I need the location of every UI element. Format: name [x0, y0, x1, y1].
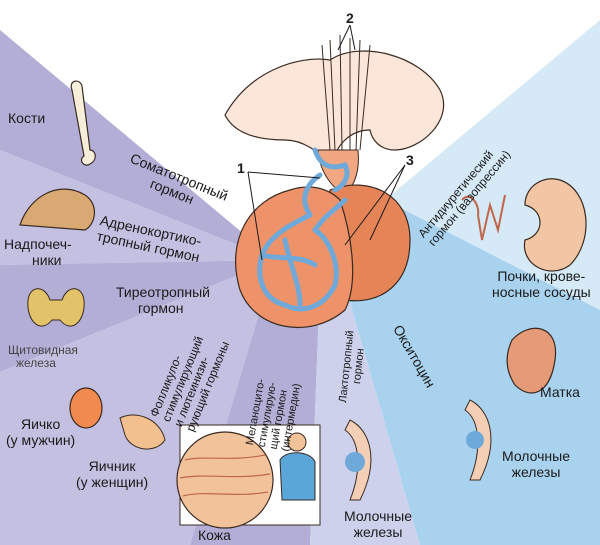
ovary-drawing	[119, 414, 166, 450]
label-number-2: 2	[346, 10, 354, 26]
label-number-3: 3	[406, 152, 414, 168]
label-ovary: Яичник (у женщин)	[76, 458, 149, 490]
label-tsh-hormone: Тиреотропный гормон	[116, 284, 210, 316]
sector-lactotropic	[310, 280, 420, 545]
skin-section-drawing	[176, 431, 274, 529]
sector-acth	[0, 150, 275, 265]
testis-drawing	[69, 387, 103, 429]
mammary-gland-right	[466, 431, 484, 449]
label-kidney: Почки, крове- носные сосуды	[492, 268, 591, 300]
label-thyroid: Щитовидная железа	[8, 343, 78, 370]
label-mammary-left: Молочные железы	[344, 508, 412, 540]
label-adrenal: Надпочеч- ники	[4, 236, 72, 268]
adrenal-drawing	[19, 188, 95, 231]
label-number-1: 1	[237, 160, 245, 176]
bone-drawing	[70, 80, 96, 166]
kidney-drawing	[523, 178, 587, 272]
label-skin: Кожа	[198, 527, 231, 543]
label-testis: Яичко (у мужчин)	[6, 416, 76, 448]
hypothalamus-shape	[224, 50, 445, 173]
skin-layers	[179, 454, 271, 497]
portal-vessel-network	[257, 147, 350, 312]
neurosecretory-axons	[321, 34, 371, 151]
person-head	[287, 432, 307, 452]
thyroid-drawing	[27, 288, 85, 327]
sector-oxytocin	[345, 200, 600, 545]
mammary-gland-left	[345, 452, 365, 472]
label-mammary-right: Молочные железы	[502, 448, 570, 480]
label-uterus: Матка	[540, 384, 580, 400]
nephron-drawing	[461, 194, 506, 241]
uterus-drawing	[506, 327, 557, 394]
sector-somatotropic	[0, 30, 275, 260]
label-bones: Кости	[8, 110, 46, 126]
callout-lines	[247, 24, 406, 261]
person-body	[279, 452, 316, 501]
